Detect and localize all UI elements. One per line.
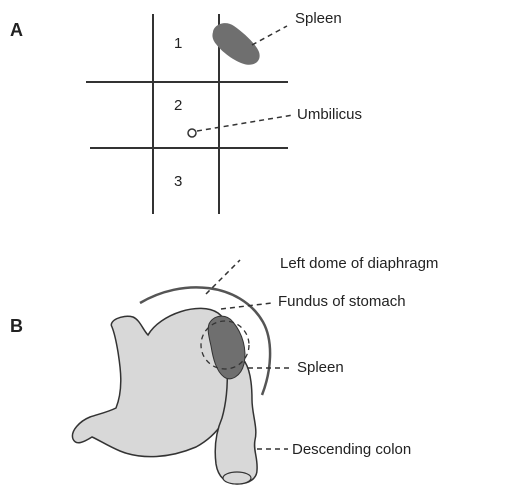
umbilicus-label: Umbilicus: [297, 107, 362, 122]
umbilicus-leader: [197, 115, 293, 131]
region-3-label: 3: [174, 174, 182, 189]
spleen-leader-a: [252, 26, 287, 45]
left-dome-label: Left dome of diaphragm: [280, 256, 438, 271]
region-2-label: 2: [174, 98, 182, 113]
spleen-label-b: Spleen: [297, 360, 344, 375]
region-1-label: 1: [174, 36, 182, 51]
panel-a-letter: A: [10, 21, 23, 39]
spleen-label-a: Spleen: [295, 11, 342, 26]
umbilicus-marker: [188, 129, 196, 137]
fundus-label: Fundus of stomach: [278, 294, 406, 309]
colon-end-cap: [223, 472, 251, 484]
descending-colon-label: Descending colon: [292, 442, 411, 457]
abdominal-grid: [86, 14, 288, 214]
panel-b-letter: B: [10, 317, 23, 335]
